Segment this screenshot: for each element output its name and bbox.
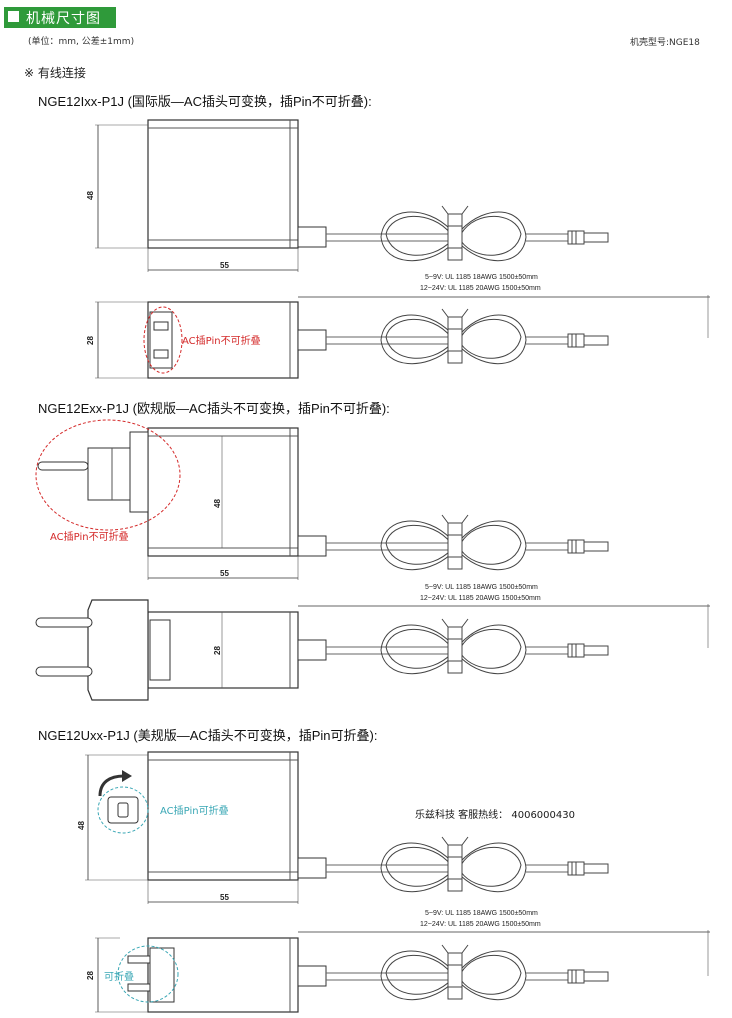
dim-height-eu: 48 <box>213 499 222 508</box>
variant-title-intl: NGE12Ixx-P1J (国际版—AC插头可变换，插Pin不可折叠): <box>38 94 372 109</box>
dim-depth: 28 <box>86 336 95 345</box>
dim-height-us: 48 <box>77 821 86 830</box>
annotation-us: AC插Pin可折叠 <box>160 804 229 817</box>
dim-width-eu: 55 <box>220 569 229 578</box>
cable-spec-1-eu: 5~9V: UL 1185 18AWG 1500±50mm <box>425 584 538 591</box>
adapter-side-view <box>147 301 299 379</box>
variant-title-eu: NGE12Exx-P1J (欧规版—AC插头不可变换，插Pin不可折叠): <box>38 401 390 416</box>
adapter-front-view-us <box>147 751 299 881</box>
checkbox-square-icon <box>8 11 19 22</box>
variant-title-us: NGE12Uxx-P1J (美规版—AC插头不可变换，插Pin可折叠): <box>38 728 378 743</box>
section-header: 机械尺寸图 <box>4 7 116 28</box>
dim-width: 55 <box>220 261 229 270</box>
annotation-us-fold: 可折叠 <box>104 970 134 983</box>
cable-spec-1: 5~9V: UL 1185 18AWG 1500±50mm <box>425 274 538 281</box>
dim-width-us: 55 <box>220 893 229 902</box>
model-note: 机壳型号:NGE18 <box>630 38 700 48</box>
cable-spec-1-us: 5~9V: UL 1185 18AWG 1500±50mm <box>425 910 538 917</box>
dim-height: 48 <box>86 191 95 200</box>
header-title: 机械尺寸图 <box>26 11 101 27</box>
annotation-eu: AC插Pin不可折叠 <box>50 530 129 543</box>
dim-depth-us: 28 <box>86 971 95 980</box>
hotline-text: 乐兹科技 客服热线： 4006000430 <box>415 810 575 821</box>
dim-depth-eu: 28 <box>213 646 222 655</box>
cable-spec-2-us: 12~24V: UL 1185 20AWG 1500±50mm <box>420 921 541 928</box>
cable-spec-2-eu: 12~24V: UL 1185 20AWG 1500±50mm <box>420 595 541 602</box>
section-label: ※ 有线连接 <box>24 66 86 80</box>
adapter-front-view <box>147 119 299 249</box>
cable-spec-2: 12~24V: UL 1185 20AWG 1500±50mm <box>420 285 541 292</box>
annotation-intl: AC插Pin不可折叠 <box>182 334 261 347</box>
unit-note: (单位：mm, 公差±1mm) <box>28 37 135 47</box>
fold-arrow-icon <box>122 770 132 782</box>
adapter-front-view-eu <box>147 427 299 557</box>
